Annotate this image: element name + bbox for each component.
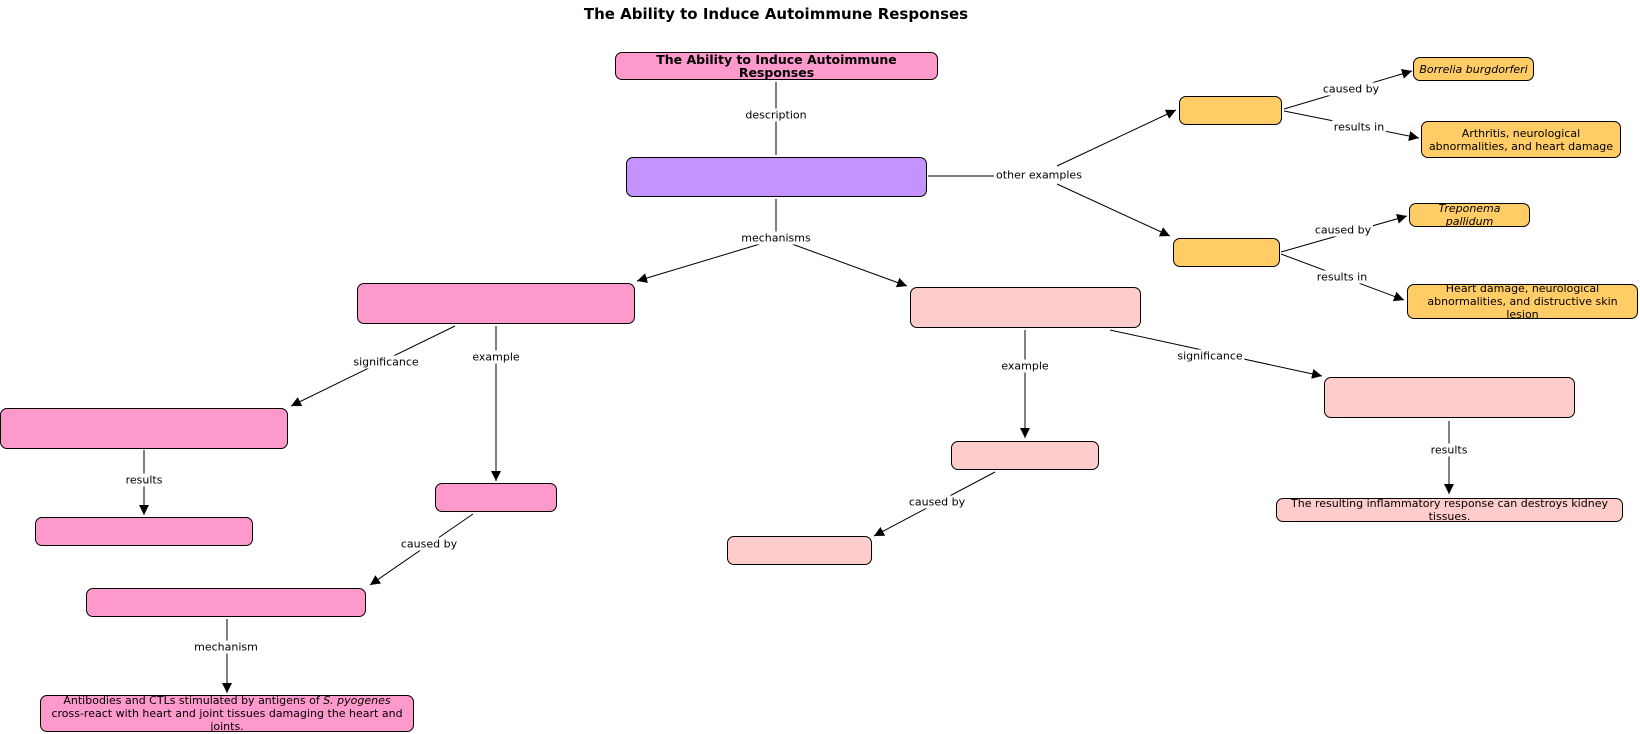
- mimicry-significance-node[interactable]: [0, 408, 288, 449]
- mimicry-node[interactable]: [357, 283, 635, 324]
- label-caused-by-right: caused by: [906, 495, 968, 509]
- mimicry-result-suffix: cross-react with heart and joint tissues…: [51, 707, 403, 733]
- edge-other-examples-bottom: [1056, 183, 1171, 237]
- label-caused-by-treponema: caused by: [1312, 223, 1374, 237]
- label-significance-left: significance: [351, 355, 421, 369]
- edge-mechanisms-left: [636, 243, 761, 283]
- label-example-left: example: [470, 350, 522, 364]
- mimicry-result-italic: S. pyogenes: [323, 694, 391, 707]
- mimicry-result-node[interactable]: Antibodies and CTLs stimulated by antige…: [40, 694, 414, 733]
- label-other-examples: other examples: [994, 168, 1084, 182]
- mimicry-result-text: Antibodies and CTLs stimulated by antige…: [45, 694, 409, 733]
- treponema-node[interactable]: Treponema pallidum: [1409, 202, 1530, 228]
- mimicry-significance-result-node[interactable]: [35, 517, 253, 546]
- syphilis-node[interactable]: [1173, 238, 1280, 267]
- label-results-right: results: [1428, 443, 1470, 457]
- superantigen-node[interactable]: [910, 287, 1141, 328]
- mimicry-cause-node[interactable]: [86, 588, 366, 617]
- label-results-in-syphilis: results in: [1314, 270, 1370, 284]
- mimicry-result-prefix: Antibodies and CTLs stimulated by antige…: [63, 694, 324, 707]
- mimicry-example-node[interactable]: [435, 483, 557, 512]
- kidney-result-node[interactable]: The resulting inflammatory response can …: [1276, 497, 1623, 523]
- lyme-results-node[interactable]: Arthritis, neurological abnormalities, a…: [1421, 121, 1621, 158]
- label-mechanism: mechanism: [192, 640, 260, 654]
- label-mechanisms: mechanisms: [739, 231, 813, 245]
- label-caused-by-borrelia: caused by: [1320, 82, 1382, 96]
- description-node[interactable]: [626, 157, 927, 197]
- syphilis-results-label: Heart damage, neurological abnormalities…: [1427, 282, 1618, 321]
- treponema-label: Treponema pallidum: [1438, 202, 1501, 228]
- diagram-title: The Ability to Induce Autoimmune Respons…: [583, 5, 969, 23]
- label-results-in-lyme: results in: [1331, 120, 1387, 134]
- borrelia-label: Borrelia burgdorferi: [1419, 62, 1528, 76]
- borrelia-node[interactable]: Borrelia burgdorferi: [1413, 57, 1534, 81]
- lyme-results-label: Arthritis, neurological abnormalities, a…: [1428, 126, 1614, 153]
- kidney-result-label: The resulting inflammatory response can …: [1291, 497, 1608, 523]
- edge-mechanisms-right: [791, 243, 908, 288]
- label-example-right: example: [999, 359, 1051, 373]
- lyme-node[interactable]: [1179, 96, 1282, 125]
- edge-other-examples-top: [1056, 109, 1177, 167]
- root-node[interactable]: The Ability to Induce Autoimmune Respons…: [615, 52, 938, 80]
- superantigen-significance-node[interactable]: [1324, 377, 1575, 418]
- label-caused-by-left: caused by: [398, 537, 460, 551]
- superantigen-cause-node[interactable]: [727, 536, 872, 565]
- label-significance-right: significance: [1175, 349, 1245, 363]
- superantigen-example-node[interactable]: [951, 441, 1099, 470]
- label-results-left: results: [123, 473, 165, 487]
- syphilis-results-node[interactable]: Heart damage, neurological abnormalities…: [1407, 282, 1638, 321]
- label-description: description: [743, 108, 809, 122]
- root-node-label: The Ability to Induce Autoimmune Respons…: [656, 52, 897, 80]
